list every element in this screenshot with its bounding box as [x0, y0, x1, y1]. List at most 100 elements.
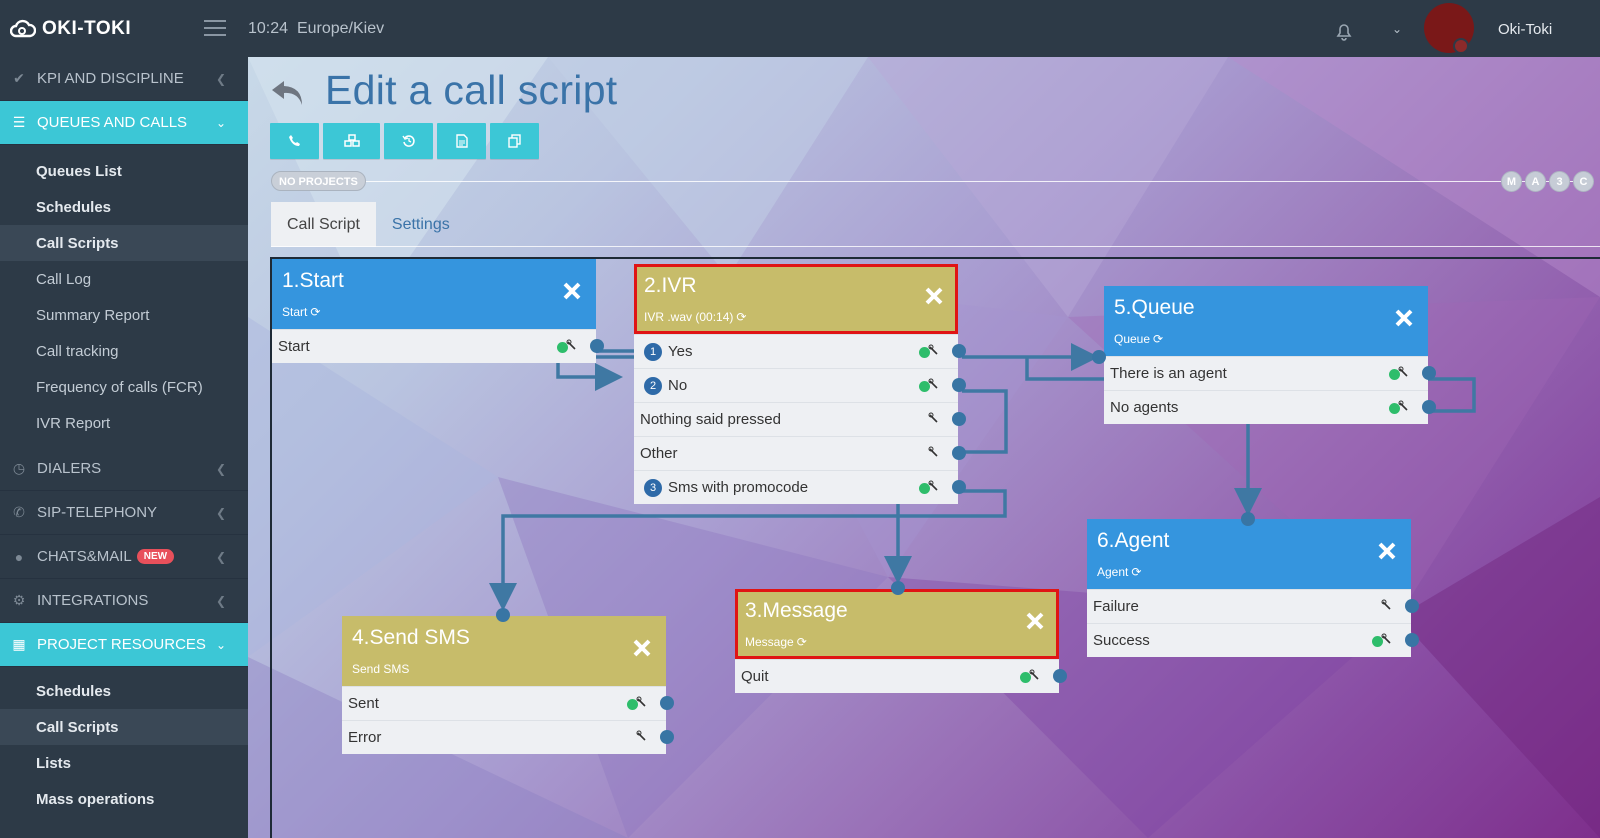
- main-area: Edit a call script NO PROJECTS M A 3 C C…: [248, 57, 1600, 838]
- output-port[interactable]: [952, 412, 966, 426]
- row-number: 2: [644, 376, 662, 395]
- link-icon[interactable]: [928, 378, 940, 390]
- close-icon[interactable]: [924, 286, 944, 306]
- sidebar-item-lists[interactable]: Lists: [36, 754, 72, 772]
- link-icon[interactable]: [636, 730, 648, 742]
- refresh-icon[interactable]: ⟳: [310, 305, 321, 319]
- output-port[interactable]: [1405, 599, 1419, 613]
- link-icon[interactable]: [566, 339, 578, 351]
- sidebar-item-summary-report[interactable]: Summary Report: [36, 306, 150, 324]
- output-port[interactable]: [1422, 366, 1436, 380]
- sidebar-item-queues-list[interactable]: Queues List: [36, 162, 122, 180]
- refresh-icon[interactable]: ⟳: [736, 310, 747, 324]
- chevron-down-icon[interactable]: ⌄: [1392, 22, 1403, 36]
- close-icon[interactable]: [1025, 611, 1045, 631]
- projects-badge[interactable]: NO PROJECTS: [271, 171, 366, 191]
- history-button[interactable]: [384, 123, 433, 159]
- output-port[interactable]: [1405, 633, 1419, 647]
- input-port-agent[interactable]: [1241, 512, 1255, 526]
- link-icon[interactable]: [1398, 400, 1410, 412]
- pill-c[interactable]: C: [1573, 171, 1594, 192]
- input-port-message[interactable]: [891, 581, 905, 595]
- test-call-button[interactable]: [270, 123, 319, 159]
- close-icon[interactable]: [1377, 541, 1397, 561]
- sidebar-item-call-log[interactable]: Call Log: [36, 270, 92, 288]
- status-dot: [1389, 403, 1400, 414]
- close-icon[interactable]: [1394, 308, 1414, 328]
- pill-a[interactable]: A: [1525, 171, 1546, 192]
- back-arrow-icon[interactable]: [270, 77, 308, 107]
- sidebar-section-integrations[interactable]: ⚙INTEGRATIONS❮: [0, 579, 248, 623]
- link-icon[interactable]: [928, 480, 940, 492]
- menu-toggle-icon[interactable]: [204, 20, 226, 38]
- bell-icon[interactable]: [1333, 20, 1355, 42]
- close-icon[interactable]: [632, 638, 652, 658]
- user-name[interactable]: Oki-Toki: [1498, 21, 1553, 38]
- status-dot: [919, 347, 930, 358]
- node-subtitle: Agent: [1097, 565, 1129, 579]
- row-label: No agents: [1110, 399, 1179, 416]
- close-icon[interactable]: [562, 281, 582, 301]
- output-port[interactable]: [952, 344, 966, 358]
- input-port-queue[interactable]: [1092, 350, 1106, 364]
- link-icon[interactable]: [1029, 669, 1041, 681]
- tab-call-script[interactable]: Call Script: [271, 202, 376, 247]
- row-label: Success: [1093, 632, 1150, 649]
- sidebar-item-fcr[interactable]: Frequency of calls (FCR): [36, 378, 203, 396]
- status-dot: [1372, 636, 1383, 647]
- pill-3[interactable]: 3: [1549, 171, 1570, 192]
- logo-text: OKI-TOKI: [42, 18, 132, 39]
- output-port[interactable]: [952, 378, 966, 392]
- refresh-icon[interactable]: ⟳: [1131, 565, 1142, 579]
- input-port-send-sms[interactable]: [496, 608, 510, 622]
- link-icon[interactable]: [928, 412, 940, 424]
- sidebar-item-call-scripts[interactable]: Call Scripts: [0, 225, 248, 261]
- link-icon[interactable]: [928, 344, 940, 356]
- output-port[interactable]: [1422, 400, 1436, 414]
- sidebar-item-ivr-report[interactable]: IVR Report: [36, 414, 111, 432]
- sidebar-section-queues[interactable]: ☰QUEUES AND CALLS⌄: [0, 101, 248, 145]
- pill-m[interactable]: M: [1501, 171, 1522, 192]
- row-label: Failure: [1093, 598, 1139, 615]
- sidebar-item-res-schedules[interactable]: Schedules: [36, 682, 112, 700]
- logo[interactable]: OKI-TOKI: [10, 16, 131, 42]
- status-dot: [627, 699, 638, 710]
- output-port[interactable]: [952, 480, 966, 494]
- link-icon[interactable]: [636, 696, 648, 708]
- sidebar-item-res-call-scripts[interactable]: Call Scripts: [0, 709, 248, 745]
- sidebar-item-mass-operations[interactable]: Mass operations: [36, 790, 155, 808]
- link-icon[interactable]: [1381, 599, 1393, 611]
- output-port[interactable]: [660, 730, 674, 744]
- link-icon[interactable]: [1398, 366, 1410, 378]
- copy-button[interactable]: [490, 123, 539, 159]
- export-button[interactable]: [437, 123, 486, 159]
- node-title: 4.Send SMS: [352, 626, 470, 649]
- output-port[interactable]: [952, 446, 966, 460]
- link-icon[interactable]: [1381, 633, 1393, 645]
- manage-button[interactable]: [323, 123, 380, 159]
- chat-icon: ●: [14, 548, 24, 565]
- refresh-icon[interactable]: ⟳: [1153, 332, 1164, 346]
- sidebar-section-kpi[interactable]: ✔KPI AND DISCIPLINE❮: [0, 57, 248, 101]
- sidebar-section-sip[interactable]: ✆SIP-TELEPHONY❮: [0, 491, 248, 535]
- refresh-icon[interactable]: ⟳: [796, 635, 807, 649]
- output-port[interactable]: [660, 696, 674, 710]
- chevron-left-icon: ❮: [215, 549, 226, 564]
- sidebar-section-dialers[interactable]: ◷DIALERS❮: [0, 447, 248, 491]
- output-port[interactable]: [590, 339, 604, 353]
- output-port[interactable]: [1053, 669, 1067, 683]
- sidebar-item-call-tracking[interactable]: Call tracking: [36, 342, 119, 360]
- tab-settings[interactable]: Settings: [391, 216, 450, 233]
- link-icon[interactable]: [928, 446, 940, 458]
- sidebar-section-resources[interactable]: ▦PROJECT RESOURCES⌄: [0, 623, 248, 667]
- sidebar-item-schedules[interactable]: Schedules: [36, 198, 112, 216]
